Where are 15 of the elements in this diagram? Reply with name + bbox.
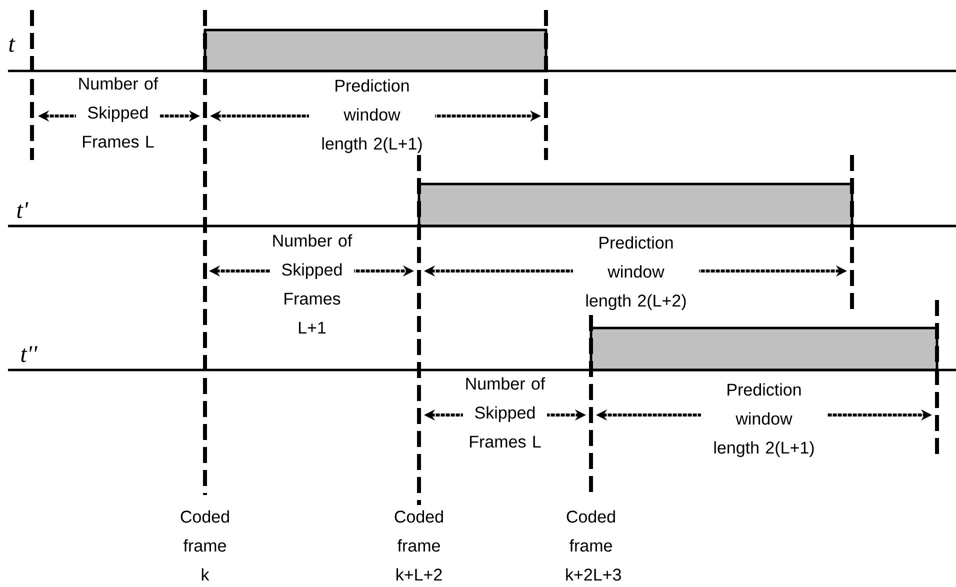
axis-label: t' [17,202,28,218]
prediction-window-bar [204,28,548,72]
skipped-frames-label: Number of Skipped Frames L [463,376,547,449]
coded-frame-label: Coded frame k [178,509,232,582]
skipped-frames-label: Number of Skipped Frames L [76,76,160,149]
prediction-window-bar [418,182,854,228]
coded-frame-label: Coded frame k+L+2 [392,509,446,582]
skipped-frames-label: Number of Skipped Frames L+1 [270,233,354,335]
axis-label: t'' [21,346,38,362]
prediction-window-bar [590,326,938,372]
window-length-label: Prediction window length 2(L+1) [309,78,435,154]
window-length-label: Prediction window length 2(L+1) [701,382,827,458]
coded-frame-label: Coded frame k+2L+3 [564,509,621,582]
axis-label: t [9,38,16,52]
window-length-label: Prediction window length 2(L+2) [573,235,699,312]
